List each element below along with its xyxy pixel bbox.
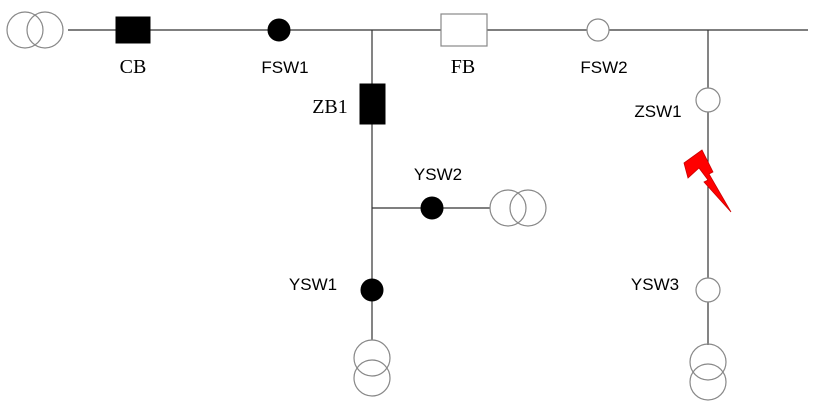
source-transformer-icon [6,11,64,49]
cb-breaker[interactable] [115,16,151,44]
wires [68,29,808,345]
cb-label: CB [120,56,147,78]
ysw1-transformer-icon [353,339,391,397]
ysw2-label: YSW2 [414,165,462,184]
fb-breaker[interactable] [440,13,488,47]
zb1-breaker[interactable] [359,83,386,125]
zsw1-switch[interactable] [695,87,721,113]
fsw1-label: FSW1 [261,58,308,77]
ysw1-label: YSW1 [289,275,337,294]
ysw2-transformer-icon [489,189,547,227]
ysw1-switch[interactable] [360,278,384,302]
zsw1-label: ZSW1 [634,102,681,121]
fsw1-switch[interactable] [267,18,291,42]
fsw2-switch[interactable] [586,18,610,42]
zb1-label: ZB1 [312,96,348,118]
ysw3-switch[interactable] [695,277,721,303]
ysw3-label: YSW3 [631,275,679,294]
fsw2-label: FSW2 [580,58,627,77]
fb-label: FB [451,56,475,78]
ysw2-switch[interactable] [420,196,444,220]
ysw3-transformer-icon [689,343,727,401]
fault-lightning-bolt-icon [683,149,732,213]
